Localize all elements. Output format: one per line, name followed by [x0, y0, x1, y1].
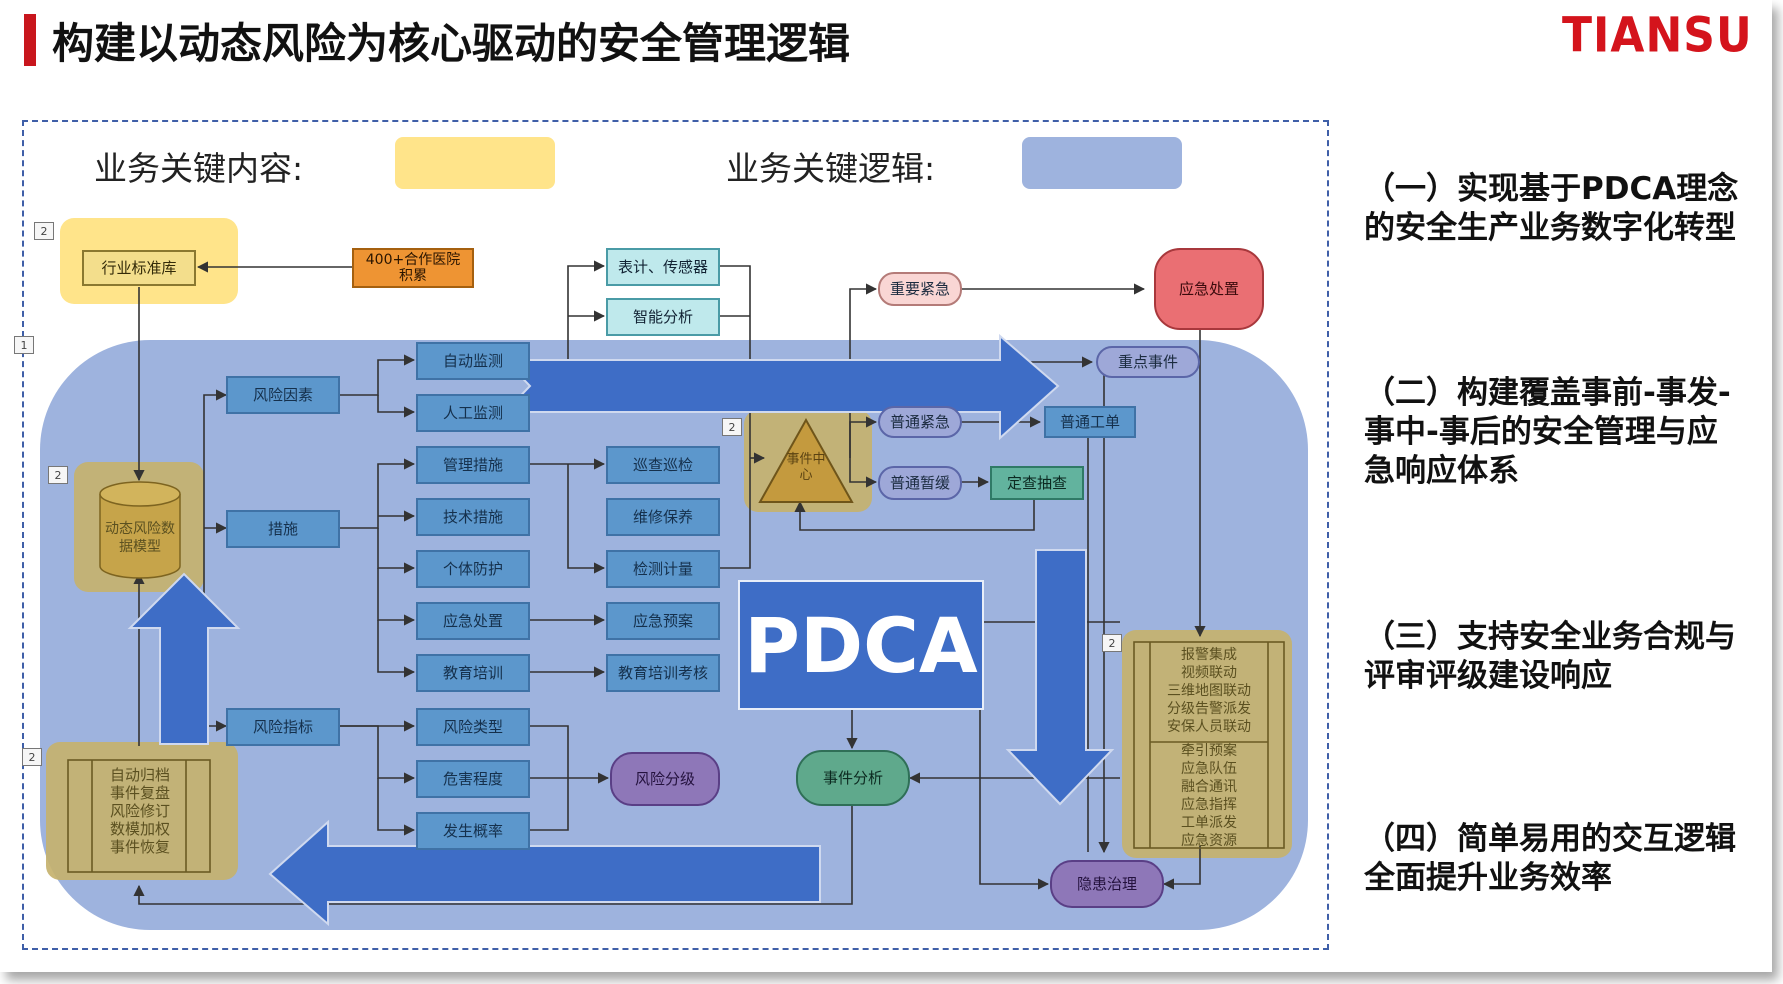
response-top-4: 分级告警派发: [1167, 701, 1251, 717]
node-dynamic-model: 动态风险数据模型: [105, 521, 175, 555]
response-top-1: 报警集成: [1181, 647, 1237, 663]
legend-content-label: 业务关键内容:: [94, 149, 304, 188]
archive-list-1: 自动归档: [109, 766, 170, 784]
response-bottom-3: 融合通讯: [1181, 779, 1237, 795]
marker-5: 2: [722, 418, 742, 436]
node-emergency-response: 应急处置: [1154, 248, 1264, 330]
response-bottom-1: 牵引预案: [1181, 743, 1237, 759]
node-auto-monitor: 自动监测: [416, 342, 530, 380]
node-important-urgent: 重要紧急: [878, 272, 962, 306]
node-personal-protect: 个体防护: [416, 550, 530, 588]
big-arrow-up: [127, 572, 241, 745]
page-title: 构建以动态风险为核心驱动的安全管理逻辑: [52, 19, 851, 68]
database-cylinder-icon: [99, 481, 181, 579]
archive-list-3: 风险修订: [109, 802, 170, 820]
tiansu-logo: TIANSU: [1562, 7, 1753, 64]
node-normal-slow: 普通暂缓: [878, 466, 962, 500]
node-measures: 措施: [226, 510, 340, 548]
diagram-frame: [22, 120, 1329, 950]
right-item-3: （三）支持安全业务合规与评审评级建设响应: [1364, 619, 1736, 694]
node-standard-lib: 行业标准库: [82, 250, 196, 286]
legend-logic-label: 业务关键逻辑:: [726, 149, 936, 188]
big-arrow-down: [1005, 549, 1115, 806]
response-bottom-5: 工单派发: [1181, 815, 1237, 831]
marker-2: 1: [14, 336, 34, 354]
response-top-2: 视频联动: [1181, 665, 1237, 681]
response-bottom-2: 应急队伍: [1181, 761, 1237, 777]
response-top-5: 安保人员联动: [1167, 719, 1251, 735]
right-item-4: （四）简单易用的交互逻辑全面提升业务效率: [1364, 821, 1736, 896]
node-emergency-plan: 应急预案: [606, 602, 720, 640]
pdca-box: PDCA: [738, 580, 984, 710]
node-scheduled-check: 定查抽查: [990, 466, 1084, 500]
node-probability: 发生概率: [416, 812, 530, 850]
legend-logic-swatch: [1022, 137, 1182, 189]
node-event-analysis: 事件分析: [796, 750, 910, 806]
right-item-1: （一）实现基于PDCA理念的安全生产业务数字化转型: [1364, 171, 1739, 246]
marker-3: 2: [48, 466, 68, 484]
archive-list-2: 事件复盘: [109, 784, 170, 802]
right-item-2: （二）构建覆盖事前-事发-事中-事后的安全管理与应急响应体系: [1364, 375, 1731, 489]
node-tech-measures: 技术措施: [416, 498, 530, 536]
node-risk-factor: 风险因素: [226, 376, 340, 414]
node-manual-monitor: 人工监测: [416, 394, 530, 432]
node-maintenance: 维修保养: [606, 498, 720, 536]
legend-content-swatch: [395, 137, 555, 189]
node-hazard-governance: 隐患治理: [1050, 860, 1164, 908]
node-hazard-degree: 危害程度: [416, 760, 530, 798]
response-bottom-4: 应急指挥: [1181, 797, 1237, 813]
node-metering: 检测计量: [606, 550, 720, 588]
big-arrow-left: [268, 819, 821, 927]
marker-4: 2: [22, 748, 42, 766]
node-emergency-handle: 应急处置: [416, 602, 530, 640]
response-top-3: 三维地图联动: [1167, 683, 1251, 699]
node-risk-grading: 风险分级: [610, 752, 720, 806]
archive-list-5: 事件恢复: [109, 838, 170, 856]
archive-highlight: [46, 742, 238, 880]
response-bottom-6: 应急资源: [1181, 833, 1237, 849]
title-accent-bar: [24, 14, 36, 66]
node-edu-exam: 教育培训考核: [606, 654, 720, 692]
marker-6: 2: [1102, 634, 1122, 652]
node-mgmt-measures: 管理措施: [416, 446, 530, 484]
event-center-triangle-icon: [758, 417, 854, 503]
node-hospitals: 400+合作医院积累: [352, 248, 474, 288]
marker-1: 2: [34, 222, 54, 240]
node-meters: 表计、传感器: [606, 248, 720, 286]
node-key-event: 重点事件: [1096, 346, 1200, 378]
node-smart-analysis: 智能分析: [606, 298, 720, 336]
node-normal-ticket: 普通工单: [1044, 406, 1136, 438]
node-risk-type: 风险类型: [416, 708, 530, 746]
node-education: 教育培训: [416, 654, 530, 692]
node-patrol: 巡查巡检: [606, 446, 720, 484]
node-risk-indicator: 风险指标: [226, 708, 340, 746]
node-event-center: 事件中心: [786, 452, 826, 483]
archive-list-4: 数模加权: [109, 820, 170, 838]
node-normal-urgent: 普通紧急: [878, 406, 962, 438]
